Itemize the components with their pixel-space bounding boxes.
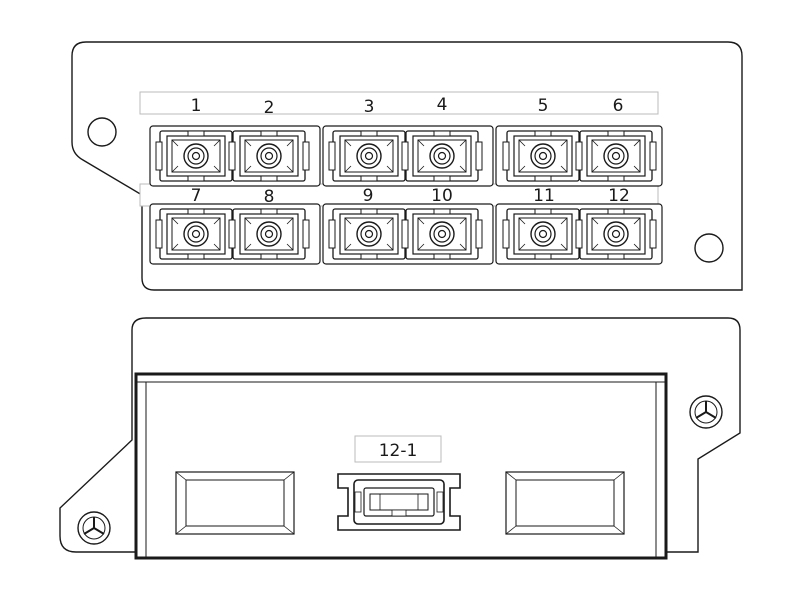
port-label-12: 12 xyxy=(608,186,630,206)
port-label-5: 5 xyxy=(538,96,549,116)
mpo-adapter[interactable] xyxy=(337,473,461,531)
top-right-mounting-hole xyxy=(694,233,724,263)
lc-adapter-port-8[interactable] xyxy=(228,208,310,260)
port-label-1: 1 xyxy=(191,96,202,116)
lc-adapter-port-11[interactable] xyxy=(502,208,584,260)
label-strip-lower xyxy=(139,183,659,207)
port-label-8: 8 xyxy=(264,187,275,207)
lc-adapter-port-6[interactable] xyxy=(575,130,657,182)
port-label-4: 4 xyxy=(437,95,448,115)
lc-adapter-port-1[interactable] xyxy=(155,130,237,182)
lc-adapter-port-5[interactable] xyxy=(502,130,584,182)
top-panel: 1 2 3 4 5 6 7 8 9 10 11 12 xyxy=(71,41,743,291)
captive-screw-icon xyxy=(689,395,723,429)
blank-port-cutout-left xyxy=(175,471,295,535)
port-label-6: 6 xyxy=(613,96,624,116)
lc-adapter-port-12[interactable] xyxy=(575,208,657,260)
mpo-label-box xyxy=(354,435,442,463)
captive-screw-icon xyxy=(77,511,111,545)
lc-adapter-port-4[interactable] xyxy=(401,130,483,182)
port-label-7: 7 xyxy=(191,186,202,206)
bottom-panel: 12-1 xyxy=(59,317,741,560)
port-label-10: 10 xyxy=(431,186,453,206)
lc-adapter-port-7[interactable] xyxy=(155,208,237,260)
lc-adapters xyxy=(155,130,657,260)
lc-adapter-port-9[interactable] xyxy=(328,208,410,260)
port-label-11: 11 xyxy=(533,186,555,206)
port-label-2: 2 xyxy=(264,98,275,118)
port-label-3: 3 xyxy=(364,97,375,117)
mpo-port-label: 12-1 xyxy=(379,441,418,461)
blank-port-cutout-right xyxy=(505,471,625,535)
lc-adapter-port-2[interactable] xyxy=(228,130,310,182)
label-strip-upper xyxy=(139,91,659,115)
top-left-mounting-hole xyxy=(87,117,117,147)
lc-adapter-port-3[interactable] xyxy=(328,130,410,182)
port-label-9: 9 xyxy=(363,186,374,206)
lc-adapter-port-10[interactable] xyxy=(401,208,483,260)
